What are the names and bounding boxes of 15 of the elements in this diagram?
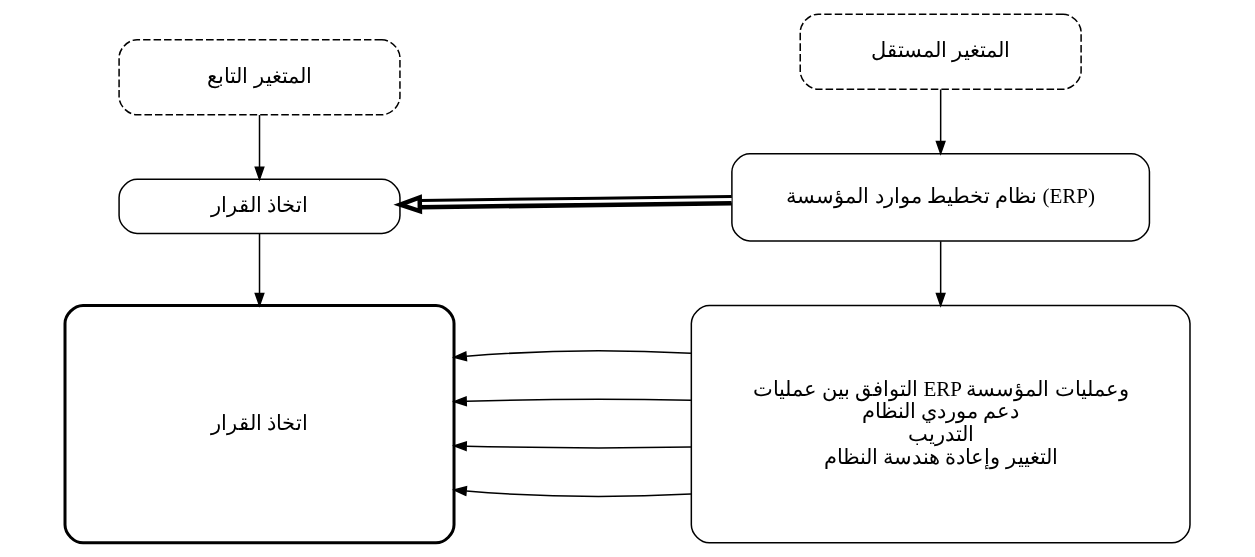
arrow <box>254 114 265 182</box>
node-box: اتخاذ القرار <box>63 304 456 545</box>
node-box: اتخاذ القرار <box>118 178 401 235</box>
arrow <box>935 240 946 308</box>
arrow <box>451 395 692 407</box>
node-box: المتغير المستقل <box>799 13 1082 90</box>
arrow <box>451 350 692 362</box>
node-box: التوافق بين عمليات ERP وعمليات المؤسسة دعم موردي النظام التدريب التغيير وإعادة هندسة النظام <box>690 304 1191 544</box>
node-box: المتغير التابع <box>118 38 401 116</box>
arrow <box>451 440 692 452</box>
arrow <box>393 194 732 215</box>
arrow <box>451 485 692 498</box>
node-box: نظام تخطيط موارد المؤسسة (ERP) <box>731 153 1151 242</box>
arrow <box>935 88 946 156</box>
arrow <box>254 232 265 308</box>
